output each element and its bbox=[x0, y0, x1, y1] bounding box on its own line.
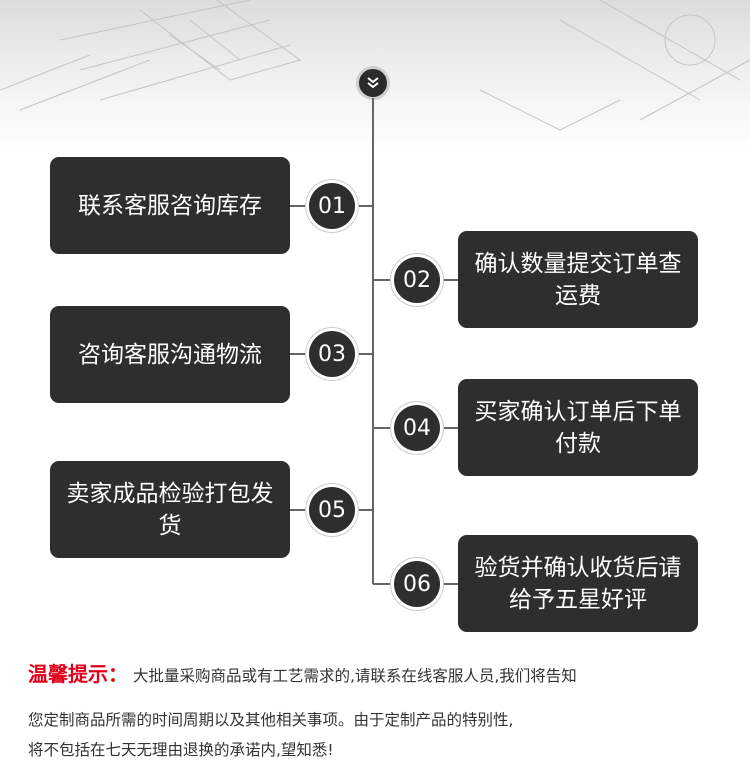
notice-text-1: 大批量采购商品或有工艺需求的,请联系在线客服人员,我们将告知 bbox=[132, 667, 577, 685]
step-number-01: 01 bbox=[309, 183, 355, 229]
notice-line-3: 将不包括在七天无理由退换的承诺内,望知悉! bbox=[28, 741, 334, 759]
step-box-05: 卖家成品检验打包发货 bbox=[50, 461, 290, 558]
step-box-03: 咨询客服沟通物流 bbox=[50, 306, 290, 403]
chevron-circle bbox=[356, 66, 390, 100]
step-number-03: 03 bbox=[309, 331, 355, 377]
blueprint-sketch-icon bbox=[0, 0, 750, 131]
notice-line-2: 您定制商品所需的时间周期以及其他相关事项。由于定制产品的特别性, bbox=[28, 711, 514, 729]
notice-line-1: 温馨提示： 大批量采购商品或有工艺需求的,请联系在线客服人员,我们将告知 bbox=[28, 664, 728, 686]
step-text: 卖家成品检验打包发货 bbox=[66, 480, 274, 539]
step-number-06: 06 bbox=[394, 561, 440, 607]
step-number-04: 04 bbox=[394, 405, 440, 451]
step-text: 买家确认订单后下单付款 bbox=[474, 398, 682, 457]
step-box-04: 买家确认订单后下单付款 bbox=[458, 379, 698, 476]
step-box-06: 验货并确认收货后请给予五星好评 bbox=[458, 535, 698, 632]
notice-title: 温馨提示： bbox=[28, 662, 128, 686]
step-text: 咨询客服沟通物流 bbox=[78, 341, 262, 368]
chevron-down-icon bbox=[367, 77, 379, 89]
timeline-spine bbox=[372, 98, 374, 584]
step-number-02: 02 bbox=[394, 257, 440, 303]
step-text: 确认数量提交订单查运费 bbox=[474, 250, 682, 309]
step-number-05: 05 bbox=[309, 487, 355, 533]
step-text: 联系客服咨询库存 bbox=[78, 192, 262, 219]
step-box-01: 联系客服咨询库存 bbox=[50, 157, 290, 254]
step-box-02: 确认数量提交订单查运费 bbox=[458, 231, 698, 328]
step-text: 验货并确认收货后请给予五星好评 bbox=[474, 554, 682, 613]
